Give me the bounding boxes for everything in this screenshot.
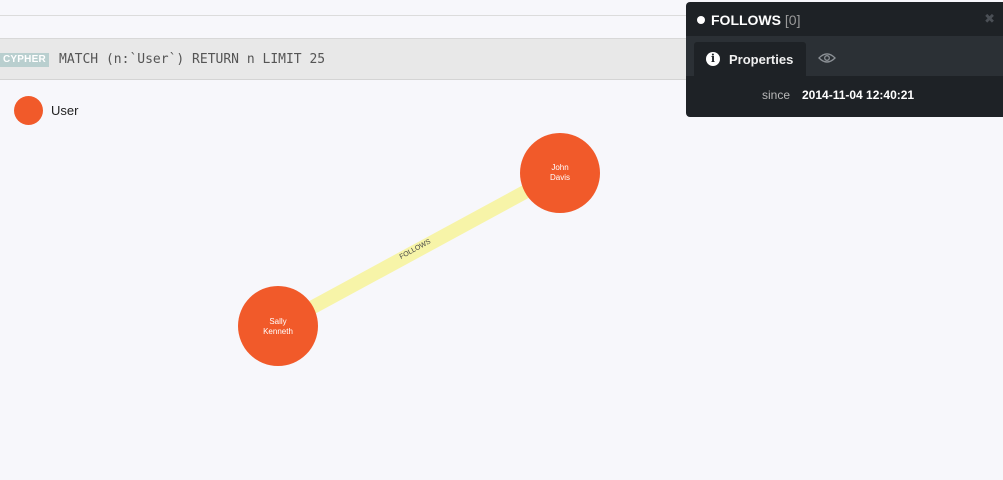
inspector-title: FOLLOWS [0] <box>697 12 800 28</box>
relationship-dot-icon <box>697 16 705 24</box>
info-icon: i <box>706 52 720 66</box>
query-text[interactable]: MATCH (n:`User`) RETURN n LIMIT 25 <box>59 52 326 67</box>
node-label-line2: Kenneth <box>263 327 293 336</box>
close-icon[interactable]: ✖ <box>984 11 995 26</box>
node-circle[interactable] <box>520 133 600 213</box>
legend-user-label[interactable]: User <box>51 103 79 118</box>
property-value[interactable]: 2014-11-04 12:40:21 <box>802 88 915 102</box>
node-label-line2: Davis <box>550 173 570 182</box>
top-divider <box>0 15 1003 16</box>
relationship-follows[interactable]: FOLLOWS <box>274 166 564 333</box>
inspector-count: [0] <box>784 12 801 28</box>
node-john-davis[interactable]: John Davis <box>520 133 600 213</box>
cypher-tag: CYPHER <box>0 53 49 67</box>
inspector-tabs: i Properties <box>686 36 1003 76</box>
tab-properties[interactable]: i Properties <box>694 42 806 76</box>
legend-user-dot[interactable] <box>14 96 43 125</box>
inspector-title-text: FOLLOWS <box>711 12 781 28</box>
property-row: since 2014-11-04 12:40:21 <box>686 88 1003 106</box>
eye-icon[interactable] <box>818 52 836 64</box>
node-circle[interactable] <box>238 286 318 366</box>
node-label-line1: Sally <box>269 317 286 326</box>
tab-properties-label: Properties <box>729 52 794 67</box>
node-sally-kenneth[interactable]: Sally Kenneth <box>238 286 318 366</box>
graph-canvas[interactable]: FOLLOWS John Davis Sally Kenneth <box>0 80 1003 480</box>
relationship-line[interactable] <box>274 166 564 333</box>
inspector-panel: FOLLOWS [0] ✖ i Properties since 2014-11… <box>686 2 1003 117</box>
node-label-line1: John <box>551 163 568 172</box>
property-key: since <box>761 88 790 102</box>
